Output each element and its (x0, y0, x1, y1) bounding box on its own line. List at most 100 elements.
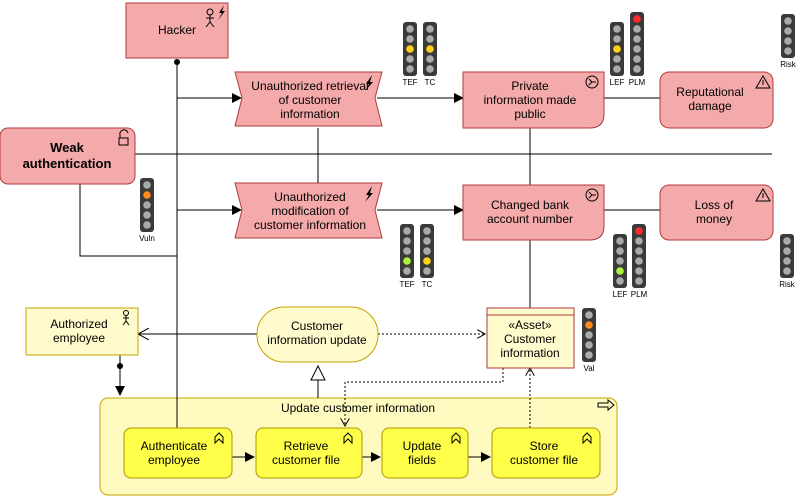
traffic-light-lamp (406, 65, 414, 73)
traffic-light-val: Val (582, 308, 596, 373)
traffic-light-label: PLM (629, 78, 646, 87)
private-line-2: information made (484, 93, 577, 107)
group-label: Update customer information (281, 401, 435, 415)
unauthorized-retrieval-node[interactable]: Unauthorized retrieval of customer infor… (234, 71, 383, 127)
connector-dot (174, 59, 180, 65)
traffic-light-lamp (783, 267, 791, 275)
threat-icon (218, 5, 225, 20)
traffic-light-lamp (426, 45, 434, 53)
asset-line-1: «Asset» (508, 318, 552, 332)
process-icon (597, 398, 615, 412)
retrieval-line-2: of customer (279, 93, 342, 107)
weak-auth-label-2: authentication (23, 156, 112, 171)
traffic-light-label: Risk (780, 60, 797, 69)
lock-icon (118, 129, 129, 146)
connector-dot-2 (117, 363, 123, 369)
warning-icon (755, 75, 771, 89)
traffic-light-lamp (783, 257, 791, 265)
retrieve-line-1: Retrieve (284, 439, 329, 453)
employee-line-1: Authorized (50, 317, 107, 331)
traffic-light-lamp (616, 247, 624, 255)
traffic-light-lamp (633, 55, 641, 63)
traffic-light-vuln: Vuln (139, 178, 155, 243)
changed-line-1: Changed bank (491, 198, 570, 212)
traffic-light-lamp (784, 17, 792, 25)
actor-icon (205, 8, 215, 28)
reputational-line-1: Reputational (676, 85, 743, 99)
traffic-light-lamp (784, 47, 792, 55)
update-fields-node[interactable]: Update fields (381, 427, 469, 479)
traffic-light-lamp (635, 267, 643, 275)
traffic-light-label: TEF (399, 280, 414, 289)
traffic-light-lamp (635, 247, 643, 255)
traffic-light-label: Vuln (139, 234, 155, 243)
modification-line-3: customer information (254, 218, 366, 232)
traffic-light-lamp (585, 311, 593, 319)
traffic-light-lamp (426, 55, 434, 63)
traffic-light-label: Val (584, 364, 595, 373)
traffic-light-lamp (406, 25, 414, 33)
traffic-light-label: PLM (631, 290, 648, 299)
traffic-light-risk1: Risk (780, 14, 797, 69)
traffic-light-lamp (406, 45, 414, 53)
traffic-light-lamp (403, 267, 411, 275)
traffic-light-label: TC (422, 280, 433, 289)
private-line-3: public (514, 107, 545, 121)
connectors (79, 59, 772, 462)
traffic-light-lamp (585, 341, 593, 349)
traffic-light-lamp (616, 237, 624, 245)
reputational-damage-node[interactable]: Reputational damage (659, 71, 774, 129)
reputational-line-2: damage (688, 99, 732, 113)
traffic-light-lamp (406, 35, 414, 43)
changed-line-2: account number (487, 212, 573, 226)
traffic-light-risk2: Risk (779, 234, 796, 289)
store-line-2: customer file (510, 453, 578, 467)
traffic-light-housing (780, 234, 794, 278)
traffic-light-lamp (613, 55, 621, 63)
employee-line-2: employee (53, 331, 105, 345)
retrieve-customer-file-node[interactable]: Retrieve customer file (255, 427, 363, 479)
authenticate-employee-node[interactable]: Authenticate employee (123, 427, 233, 479)
traffic-light-lamp (585, 331, 593, 339)
traffic-light-lamp (633, 25, 641, 33)
function-icon (214, 432, 224, 445)
changed-bank-node[interactable]: Changed bank account number (462, 184, 605, 241)
asset-line-2: Customer (504, 332, 556, 346)
retrieval-line-3: information (280, 107, 339, 121)
customer-information-update-node[interactable]: Customer information update (256, 306, 379, 363)
hacker-label: Hacker (158, 23, 196, 37)
traffic-light-plm1: PLM (629, 12, 646, 87)
asset-customer-information-node[interactable]: «Asset» Customer information (486, 307, 575, 369)
traffic-light-tef2: TEF (399, 224, 415, 289)
unauthorized-modification-node[interactable]: Unauthorized modification of customer in… (234, 182, 383, 239)
weak-auth-to-authenticate (79, 178, 178, 428)
asset-to-retrieve (345, 368, 504, 426)
traffic-light-lamp (633, 65, 641, 73)
access-connectors (345, 334, 530, 428)
threat-icon (365, 75, 373, 91)
hacker-node[interactable]: Hacker (125, 2, 229, 59)
traffic-light-label: TEF (402, 78, 417, 87)
traffic-light-lamp (423, 247, 431, 255)
private-information-node[interactable]: Private information made public (462, 71, 605, 129)
weak-authentication-node[interactable]: Weak authentication (0, 127, 136, 185)
function-icon (343, 432, 353, 445)
traffic-light-plm2: PLM (631, 224, 648, 299)
traffic-light-lamp (403, 237, 411, 245)
traffic-light-lamp (585, 321, 593, 329)
traffic-light-lamp (616, 277, 624, 285)
authorized-employee-node[interactable]: Authorized employee (25, 307, 139, 356)
traffic-light-lamp (633, 45, 641, 53)
loss-of-money-node[interactable]: Loss of money (659, 184, 774, 241)
traffic-light-lamp (613, 45, 621, 53)
store-customer-file-node[interactable]: Store customer file (491, 427, 601, 479)
function-icon (451, 432, 461, 445)
retrieve-line-2: customer file (272, 453, 340, 467)
threat-icon (365, 186, 373, 202)
update-line-2: information update (267, 333, 367, 347)
traffic-light-lamp (613, 65, 621, 73)
traffic-light-label: LEF (610, 78, 625, 87)
traffic-light-housing (781, 14, 795, 58)
